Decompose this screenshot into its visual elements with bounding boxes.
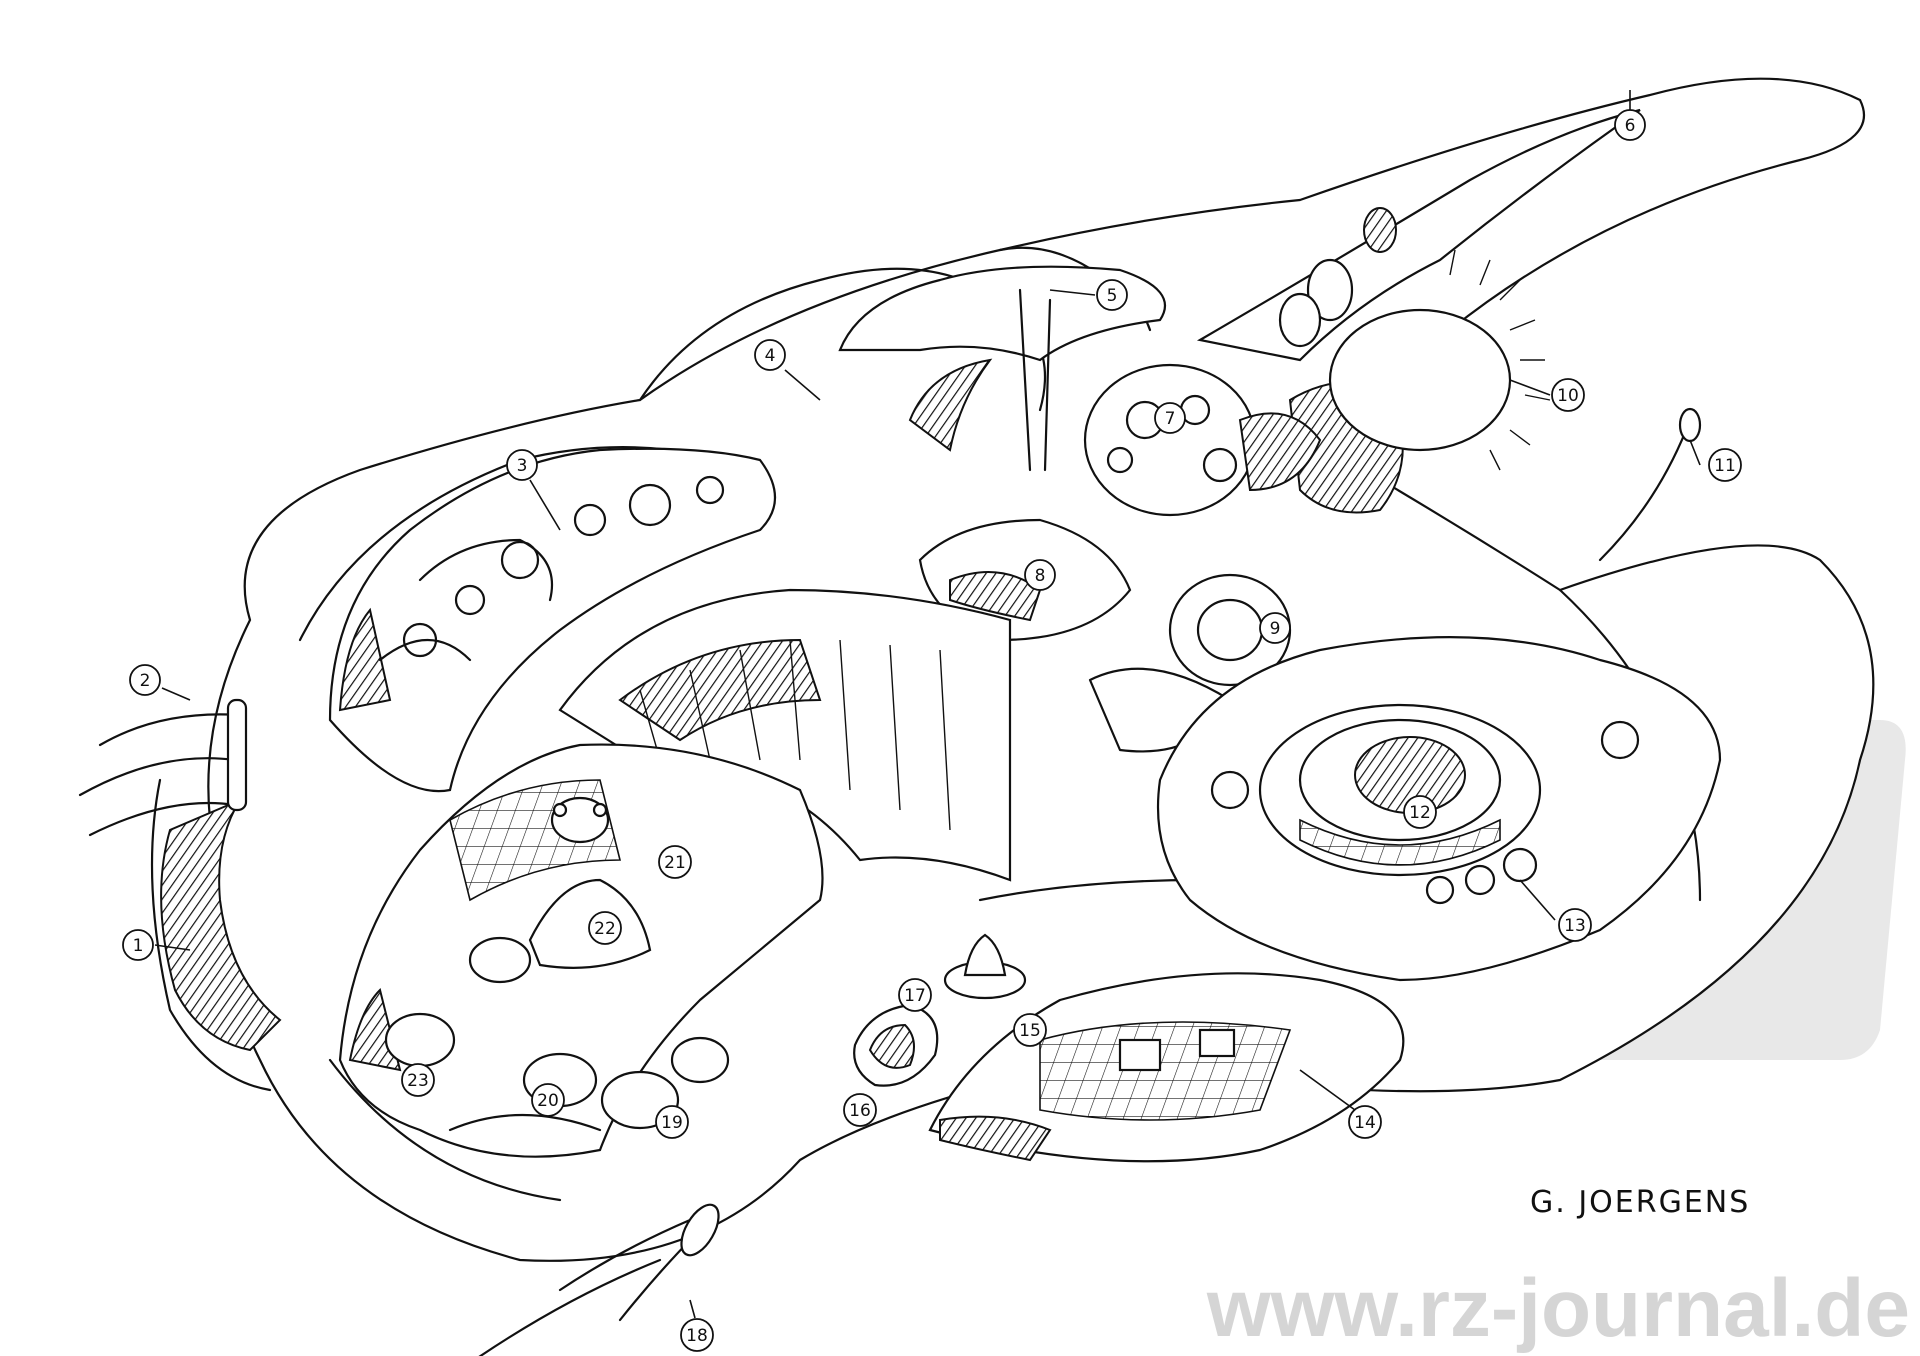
- callout-16: 16: [843, 1093, 877, 1127]
- ventral-hatch: [853, 1003, 939, 1087]
- callout-10: 10: [1551, 378, 1585, 412]
- callout-9: 9: [1259, 612, 1291, 644]
- callout-14: 14: [1348, 1105, 1382, 1139]
- svg-text:4: 4: [765, 346, 776, 366]
- ribbed-corridor: [558, 588, 1012, 882]
- callout-leaders: [154, 90, 1701, 1319]
- svg-text:15: 15: [1019, 1021, 1041, 1041]
- antennas-left: [78, 698, 248, 837]
- artist-signature: G. JOERGENS: [1530, 1185, 1750, 1220]
- dome-turret: [943, 933, 1027, 1000]
- svg-text:7: 7: [1165, 409, 1176, 429]
- callout-12: 12: [1403, 795, 1437, 829]
- callout-18: 18: [680, 1318, 714, 1352]
- callout-6: 6: [1614, 109, 1646, 141]
- svg-text:9: 9: [1270, 619, 1281, 639]
- svg-text:20: 20: [537, 1091, 559, 1111]
- lower-right-cockpit: [928, 972, 1405, 1163]
- svg-text:17: 17: [904, 986, 926, 1006]
- callout-21: 21: [658, 845, 692, 879]
- svg-text:5: 5: [1107, 286, 1118, 306]
- cabin-window-upper-left: [328, 447, 777, 793]
- whisker-right: [1598, 407, 1702, 562]
- svg-text:13: 13: [1564, 916, 1586, 936]
- callout-1: 1: [122, 929, 154, 961]
- svg-text:22: 22: [594, 919, 616, 939]
- svg-text:23: 23: [407, 1071, 429, 1091]
- callout-markers: 1 2 3 4 5 6 7 8 9 10 11 12 13 14 15 16 1…: [122, 109, 1742, 1352]
- svg-text:3: 3: [517, 456, 528, 476]
- callout-19: 19: [655, 1105, 689, 1139]
- callout-8: 8: [1024, 559, 1056, 591]
- svg-text:18: 18: [686, 1326, 708, 1346]
- callout-3: 3: [506, 449, 538, 481]
- svg-text:14: 14: [1354, 1113, 1376, 1133]
- callout-11: 11: [1708, 448, 1742, 482]
- svg-text:11: 11: [1714, 456, 1736, 476]
- watermark-url: www.rz-journal.de: [1206, 1263, 1910, 1354]
- svg-text:12: 12: [1409, 803, 1431, 823]
- callout-15: 15: [1013, 1013, 1047, 1047]
- svg-text:1: 1: [133, 936, 144, 956]
- callout-20: 20: [531, 1083, 565, 1117]
- reactor-compartment: [1156, 636, 1722, 982]
- rear-engine-flare: [1288, 249, 1551, 514]
- callout-22: 22: [588, 911, 622, 945]
- callout-7: 7: [1154, 402, 1186, 434]
- callout-17: 17: [898, 978, 932, 1012]
- svg-text:16: 16: [849, 1101, 871, 1121]
- svg-text:21: 21: [664, 853, 686, 873]
- callout-2: 2: [129, 664, 161, 696]
- engine-band-left: [150, 778, 282, 1092]
- svg-text:19: 19: [661, 1113, 683, 1133]
- svg-text:10: 10: [1557, 386, 1579, 406]
- callout-5: 5: [1096, 279, 1128, 311]
- svg-text:2: 2: [140, 671, 151, 691]
- callout-13: 13: [1558, 908, 1592, 942]
- lower-left-interior: [338, 743, 824, 1158]
- svg-text:8: 8: [1035, 566, 1046, 586]
- callout-23: 23: [401, 1063, 435, 1097]
- dorsal-fin: [838, 108, 1641, 472]
- lower-probe: [478, 1203, 720, 1356]
- callout-4: 4: [754, 339, 786, 371]
- svg-text:6: 6: [1625, 116, 1636, 136]
